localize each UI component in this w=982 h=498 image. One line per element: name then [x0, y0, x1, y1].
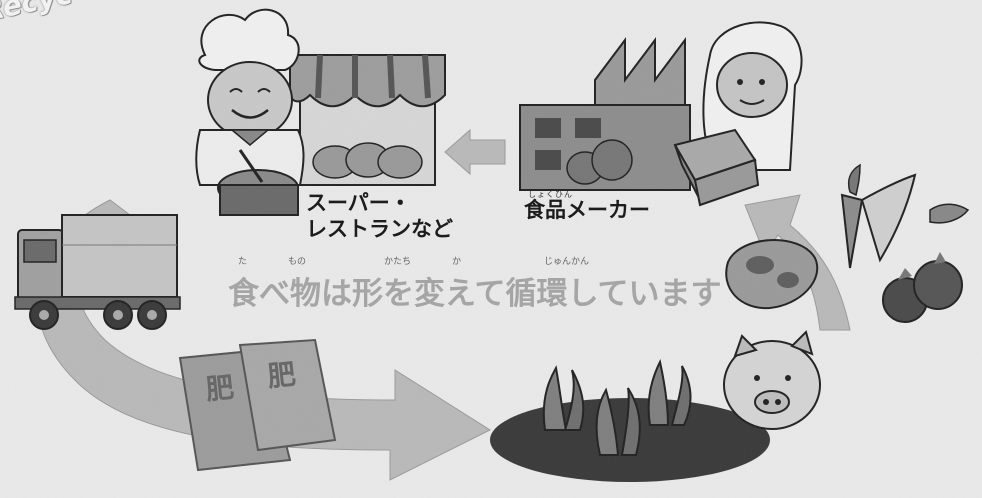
supermarket-label-line2: レストランなど	[306, 217, 453, 241]
ruby-junkan: じゅんかん	[544, 257, 590, 267]
ruby-mono: もの	[288, 257, 307, 267]
ruby-katachi: かたち	[384, 257, 412, 267]
cycle-caption: 食べ物は形を変えて循環しています	[228, 276, 722, 312]
ruby-ka: か	[452, 257, 462, 267]
cycle-text-ruby: た もの かたち か じゅんかん	[234, 254, 734, 268]
supermarket-restaurant-label: スーパー・ レストランなど	[306, 190, 453, 242]
supermarket-label-line1: スーパー・	[306, 191, 411, 215]
ruby-ta: た	[238, 257, 248, 267]
food-maker-label: 食品メーカー	[524, 198, 650, 222]
food-maker-ruby: しょくひん	[528, 190, 573, 199]
